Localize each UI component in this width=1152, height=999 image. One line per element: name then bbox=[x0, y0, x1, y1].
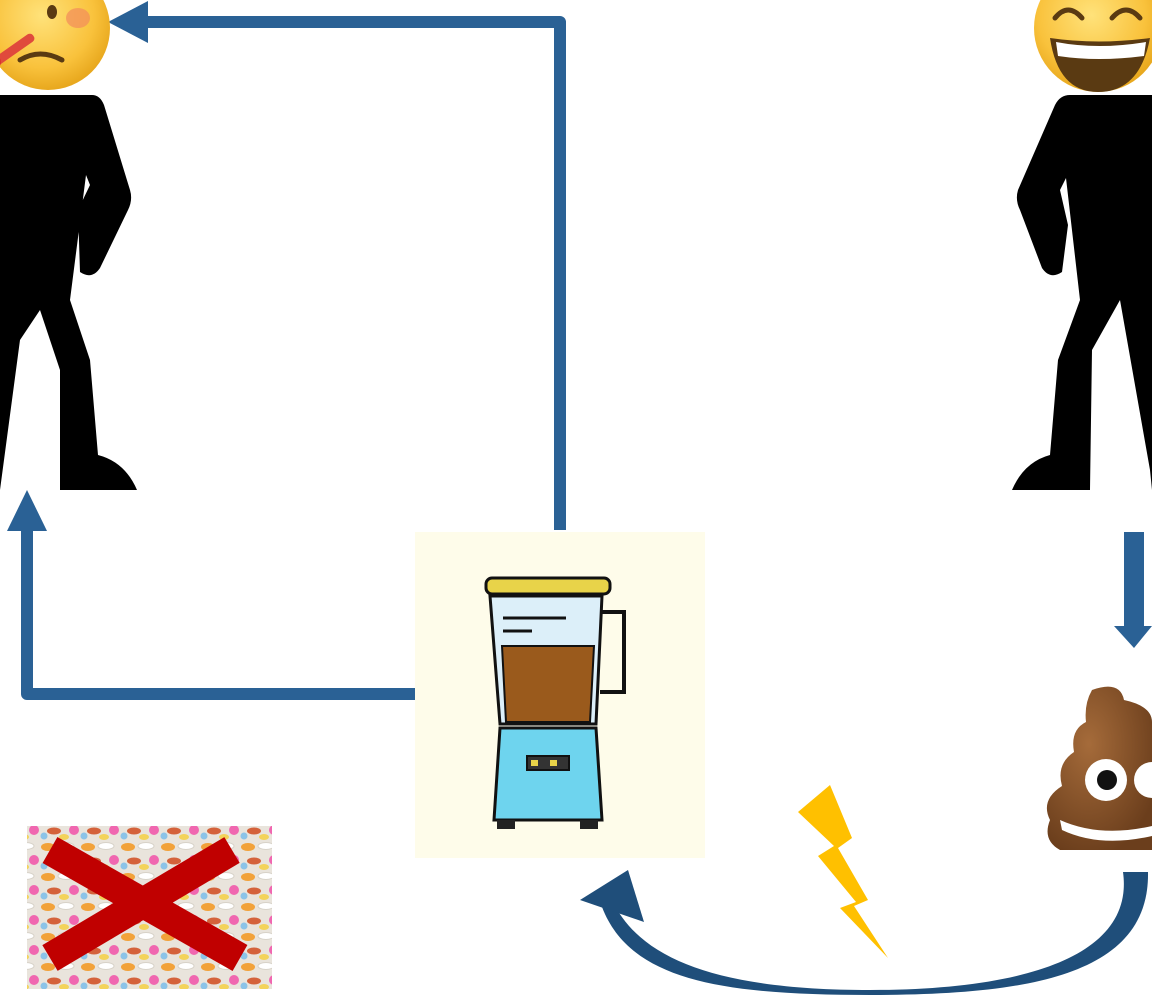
person-silhouette-icon bbox=[1012, 95, 1152, 490]
face-with-thermometer-icon bbox=[0, 0, 110, 90]
arrow-happy-to-poop bbox=[1114, 532, 1152, 648]
red-cross-icon bbox=[42, 836, 248, 972]
person-silhouette-icon bbox=[0, 95, 137, 490]
sick-person bbox=[0, 0, 137, 490]
arrow-blender-to-sick-feet bbox=[7, 490, 417, 700]
arrow-blender-to-sick-head bbox=[108, 1, 566, 530]
pile-of-poo-icon bbox=[1046, 686, 1152, 850]
blender-icon bbox=[484, 576, 626, 829]
pills-prohibited bbox=[27, 826, 272, 989]
happy-person bbox=[1012, 0, 1152, 490]
blender-panel bbox=[415, 532, 705, 858]
arrow-poop-to-blender bbox=[580, 870, 1149, 995]
lightning-bolt-icon bbox=[798, 785, 888, 958]
grinning-face-icon bbox=[1034, 0, 1152, 92]
